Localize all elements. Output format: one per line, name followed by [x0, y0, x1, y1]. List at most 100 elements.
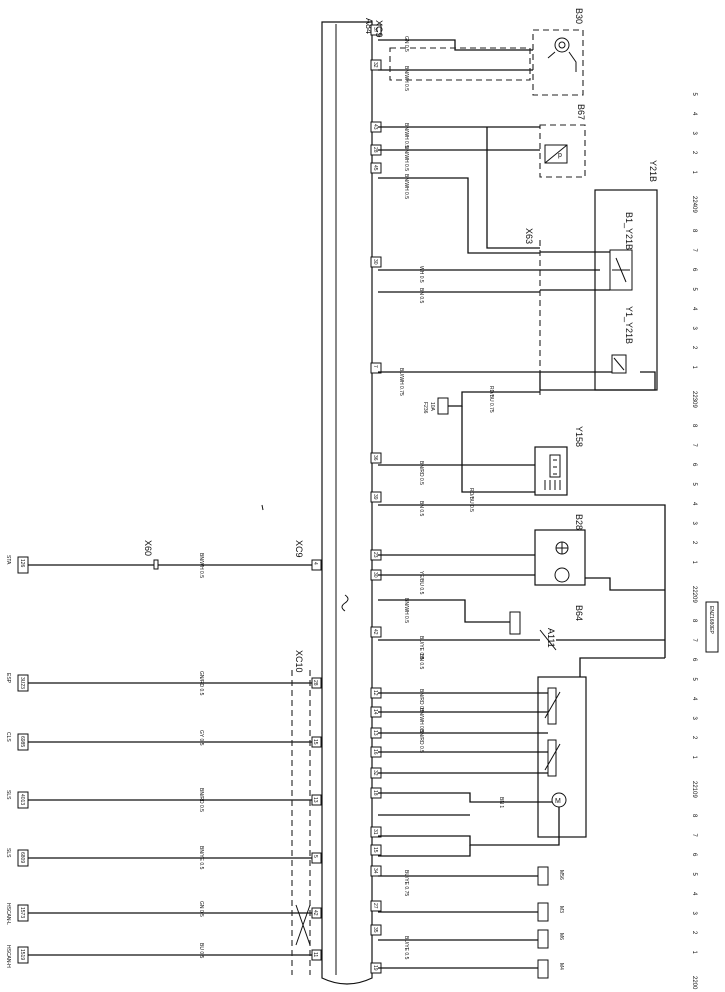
left-pin-label: 15: [312, 739, 318, 745]
left-terminal-id: HSCAN-L: [5, 903, 11, 925]
connector-x63: X63: [524, 228, 534, 244]
left-pin-label: 42: [312, 910, 318, 916]
svg-text:M: M: [555, 798, 561, 805]
wire-label: BN/RD 0.5: [418, 729, 424, 753]
component-y158: [378, 446, 568, 496]
wire-label: WH 0.5: [418, 266, 424, 283]
ecu-pin-6: [370, 362, 382, 374]
ecu-pin-label: 13: [372, 730, 378, 736]
wire-label: YE/BU 0.5: [418, 571, 424, 595]
ecu-pin-20: [370, 865, 382, 877]
ecu-pin-label: 30: [372, 259, 378, 265]
wire-label: BN/WH 0.5: [403, 146, 409, 171]
ruler-minor: 3: [691, 327, 697, 331]
component-a111: M: [378, 657, 665, 857]
connector-xc9-mid: XC9: [294, 540, 304, 558]
ruler-minor: 5: [691, 93, 697, 97]
ruler-minor: 4: [691, 307, 697, 311]
ruler-major: 2230: [691, 391, 697, 405]
ecu-pin-label: 16: [372, 749, 378, 755]
left-wire-label: GN/RD 0.5: [198, 671, 204, 696]
ruler-minor: 1: [691, 561, 697, 565]
ruler-major: 2210: [691, 781, 697, 795]
wire-label: RD/BU 0.5: [468, 488, 474, 512]
doc-id-box: [705, 601, 719, 653]
ruler-minor: 6: [691, 463, 697, 467]
ruler-minor: 2: [691, 541, 697, 545]
ruler-minor: 9: [691, 405, 697, 409]
left-pin-label: 4: [312, 562, 318, 565]
left-pin-label: 11: [312, 952, 318, 957]
ground-label-2: M3: [558, 906, 564, 913]
left-terminal-id: SLS: [5, 790, 11, 800]
wire-label: BU/YE 0.75: [403, 870, 409, 896]
left-pin-label: 13: [312, 797, 318, 803]
component-b1-y21b-label: B1_Y21B: [624, 212, 634, 250]
left-pin: [311, 736, 322, 748]
ruler-minor: 3: [691, 912, 697, 916]
ruler-minor: 1: [691, 171, 697, 175]
left-terminal-code: 3U23: [19, 677, 25, 689]
component-y1-y21b-label: Y1_Y21B: [624, 306, 634, 344]
ecu-pin-label: 30: [372, 572, 378, 578]
svg-text:p: p: [558, 152, 562, 159]
left-wire-label: GY 0.5: [198, 730, 204, 746]
ecu-pin-8: [370, 491, 382, 503]
ruler-minor: 7: [691, 834, 697, 838]
left-terminal-code: 4013: [19, 794, 25, 805]
component-b28: [378, 504, 666, 658]
left-terminal-id: HSCAN-H: [5, 945, 11, 968]
ruler-minor: 7: [691, 444, 697, 448]
ecu-pin-label: 28: [372, 147, 378, 153]
ruler-minor: 5: [691, 678, 697, 682]
right-pin-column: 3732432845307363923304212141316321831153…: [370, 24, 382, 974]
ruler-major: 2200: [691, 976, 697, 990]
ecu-pin-19: [370, 844, 382, 856]
left-pin-label: 28: [312, 680, 318, 686]
wire-label: BN/WH 0.5: [403, 66, 409, 91]
ruler-minor: 2: [691, 736, 697, 740]
wire-label: BN/RD 0.5: [418, 689, 424, 713]
ecu-a84: [321, 21, 373, 985]
ecu-pin-label: 32: [372, 770, 378, 776]
left-wire-label: BN/RD 0.5: [198, 788, 204, 812]
fuse-f236: [437, 391, 540, 493]
wire-label: BN/WH 0.5: [418, 708, 424, 733]
ecu-pin-11: [370, 626, 382, 638]
wire-label: BN/WH 0.5: [403, 123, 409, 148]
wire-label: BN/WH 0.5: [403, 598, 409, 623]
ground-label-1: M56: [558, 870, 564, 880]
component-b67-label: B67: [576, 104, 586, 120]
component-a111-label: A111: [546, 628, 556, 648]
ruler-minor: 9: [691, 210, 697, 214]
wire-labels: GN 0.5BN/WH 0.5BN/WH 0.5BN/WH 0.5BN/WH 0…: [398, 36, 504, 960]
ruler-minor: 6: [691, 853, 697, 857]
wire-label: BN 0.5: [418, 654, 424, 670]
ruler-minor: 7: [691, 249, 697, 253]
ecu-pin-1: [370, 59, 382, 71]
left-pin: [311, 559, 322, 571]
ruler-minor: 1: [691, 951, 697, 955]
component-b28-label: B28: [574, 514, 584, 530]
left-pin-label: 5: [312, 855, 318, 858]
ruler-minor: 8: [691, 814, 697, 818]
ruler-minor: 5: [691, 483, 697, 487]
component-b64-label: B64: [574, 605, 584, 621]
left-pin: [311, 852, 322, 864]
wire-label: RD/BU 0.75: [488, 386, 494, 413]
ecu-pin-label: 36: [372, 455, 378, 461]
left-wire-label: BN/YE 0.5: [198, 846, 204, 870]
left-pin: [311, 677, 322, 689]
ecu-pin-0: [370, 24, 382, 36]
wire-label: BU/YE 0.5: [403, 936, 409, 960]
component-b30: [378, 29, 584, 96]
ruler-minor: 2: [691, 151, 697, 155]
ruler-minor: 4: [691, 697, 697, 701]
ruler-minor: 8: [691, 229, 697, 233]
ecu-pin-label: 35: [372, 927, 378, 933]
ecu-pin-label: 39: [372, 494, 378, 500]
ecu-pin-label: 32: [372, 62, 378, 68]
left-wire-label: GN 0.5: [198, 901, 204, 917]
